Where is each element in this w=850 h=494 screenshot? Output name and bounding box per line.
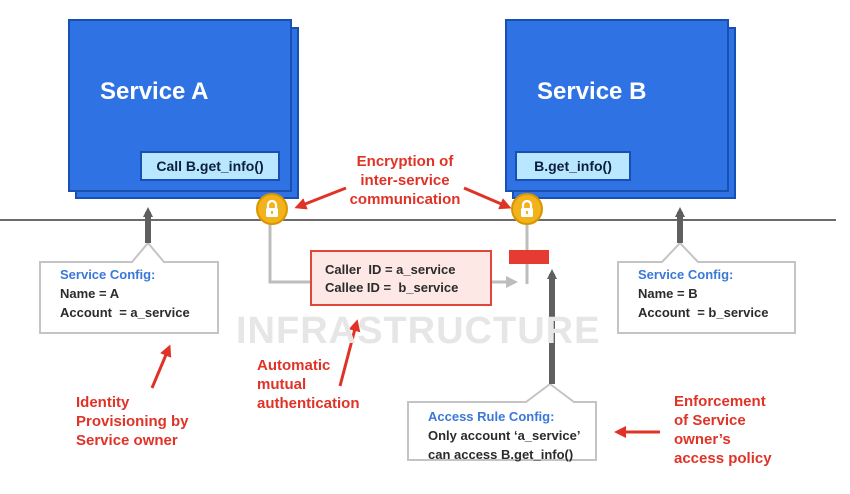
padlock-icon-glyph [521, 200, 533, 217]
encryption-label-line-3: communication [349, 191, 461, 208]
callee-id-line: Callee ID = b_service [325, 280, 459, 295]
padlock-icon [256, 193, 288, 225]
encryption-label-line-1: Encryption of [356, 153, 454, 170]
service-config-b-heading: Service Config: [638, 267, 734, 282]
infrastructure-watermark: INFRASTRUCTURE [236, 310, 601, 352]
enforcement-label: Enforcement of Service owner’s access po… [674, 392, 772, 468]
service-b-box[interactable]: Service B B.get_info() [505, 19, 729, 192]
padlock-icon-glyph [266, 200, 278, 217]
mutual-auth-line-1: Automatic [257, 357, 331, 374]
service-b-title: Service B [537, 78, 647, 105]
service-config-a-heading: Service Config: [60, 267, 156, 282]
service-config-b-callout [617, 241, 796, 334]
service-config-a-account: Account = a_service [60, 305, 190, 320]
service-b-method[interactable]: B.get_info() [515, 151, 631, 181]
service-config-b-name: Name = B [638, 286, 698, 301]
mutual-authentication-label: Automatic mutual authentication [257, 356, 360, 413]
mutual-auth-line-2: mutual [257, 376, 307, 393]
service-config-b-account: Account = b_service [638, 305, 769, 320]
access-rule-callout [407, 382, 597, 461]
service-config-b: Service Config: Name = B Account = b_serv… [638, 265, 768, 322]
encryption-label-line-2: inter-service [360, 172, 450, 189]
access-rule-line-1: Only account ‘a_service’ [428, 428, 581, 443]
enforcement-line-3: owner’s [674, 431, 731, 448]
identity-label-line-1: Identity [76, 394, 130, 411]
identity-label-line-2: Provisioning by [76, 413, 189, 430]
service-config-a-name: Name = A [60, 286, 120, 301]
identity-label-line-3: Service owner [76, 432, 178, 449]
enforcement-line-4: access policy [674, 450, 772, 467]
mutual-auth-line-3: authentication [257, 395, 360, 412]
access-rule-heading: Access Rule Config: [428, 409, 555, 424]
access-rule-config: Access Rule Config: Only account ‘a_servi… [428, 407, 580, 464]
service-config-a-callout [39, 241, 219, 334]
enforcement-line-1: Enforcement [674, 393, 766, 410]
encryption-arrow-right [463, 186, 512, 210]
padlock-icon [511, 193, 543, 225]
access-enforcement-point [509, 250, 549, 264]
access-rule-line-2: can access B.get_info() [428, 447, 574, 462]
mutual-auth-path [268, 218, 310, 284]
service-a-box[interactable]: Service A Call B.get_info() [68, 19, 292, 192]
caller-id-line: Caller ID = a_service [325, 262, 456, 277]
service-a-title: Service A [100, 78, 209, 105]
service-a-method[interactable]: Call B.get_info() [140, 151, 280, 181]
identity-provisioning-label: Identity Provisioning by Service owner [76, 393, 189, 450]
identity-arrow [150, 344, 172, 389]
enforcement-line-2: of Service [674, 412, 746, 429]
caller-callee-box: Caller ID = a_service Callee ID = b_serv… [310, 250, 492, 306]
mutual-auth-arrow [338, 319, 361, 387]
encryption-label: Encryption of inter-service communicatio… [346, 152, 464, 209]
service-config-a: Service Config: Name = A Account = a_serv… [60, 265, 190, 322]
encryption-arrow-left [294, 186, 347, 210]
